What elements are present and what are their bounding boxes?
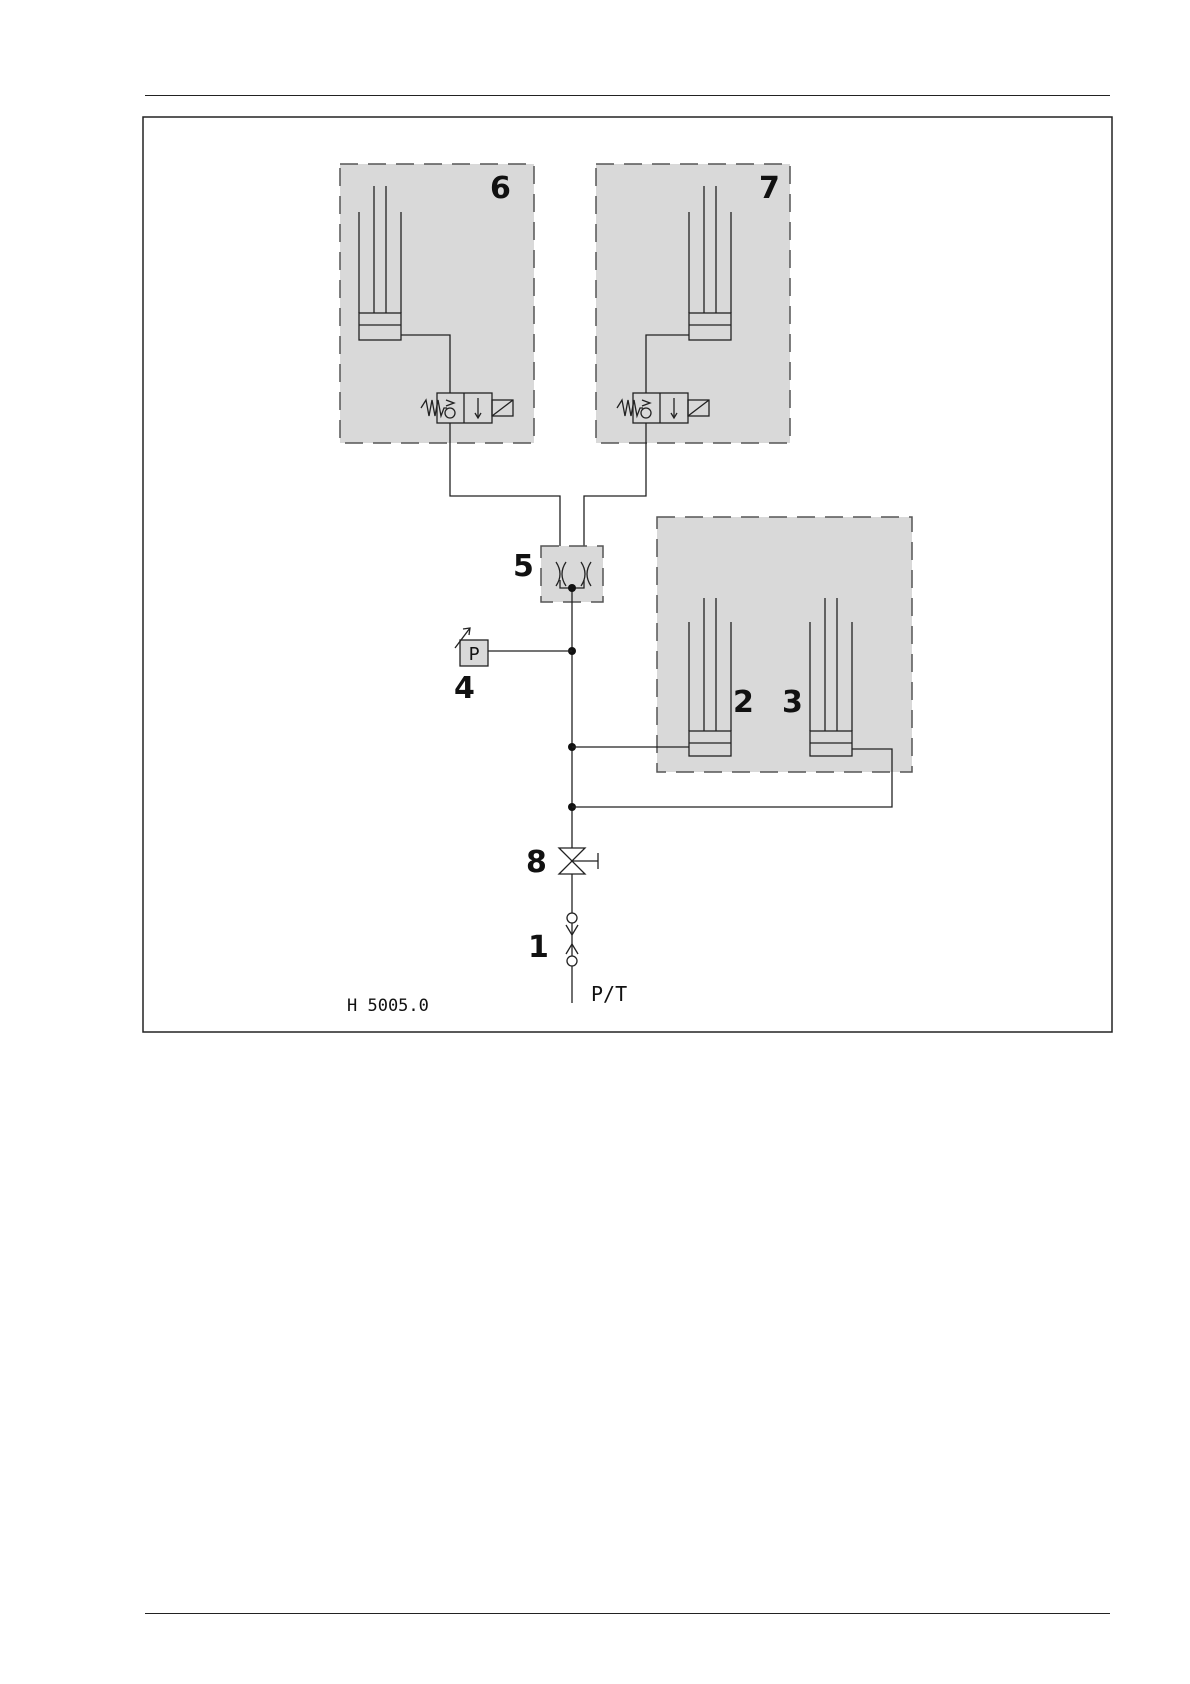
unit-6: 6 bbox=[340, 164, 534, 443]
unit-2-label: 2 bbox=[733, 685, 754, 720]
unit-5-label: 5 bbox=[513, 549, 534, 584]
unit-1-label: 1 bbox=[528, 930, 549, 965]
unit-3-label: 3 bbox=[782, 685, 803, 720]
gauge-letter: P bbox=[469, 644, 480, 665]
unit-8-label: 8 bbox=[526, 845, 547, 880]
unit-7: 7 bbox=[596, 164, 790, 443]
unit-4-label: 4 bbox=[454, 671, 475, 706]
drawing-reference: H 5005.0 bbox=[347, 996, 429, 1016]
unit-2-3: 2 3 bbox=[657, 517, 912, 772]
unit-6-label: 6 bbox=[490, 171, 511, 206]
shutoff-valve-8: 8 bbox=[526, 845, 598, 880]
unit-7-label: 7 bbox=[759, 171, 780, 206]
quick-coupling-1: 1 bbox=[528, 913, 578, 966]
pressure-gauge-4: P 4 bbox=[454, 628, 572, 706]
supply-label: P/T bbox=[591, 982, 627, 1006]
unit-5-restrictor-block: 5 bbox=[513, 546, 603, 602]
